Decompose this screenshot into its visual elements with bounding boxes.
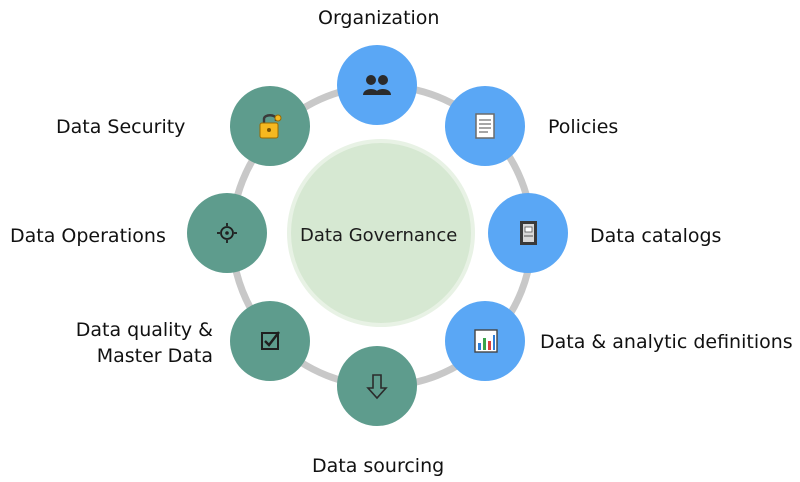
node-organization[interactable] [337, 45, 417, 125]
node-data-sourcing[interactable] [337, 346, 417, 426]
down-arrow-icon [360, 369, 394, 403]
bar-chart-icon [468, 324, 502, 358]
node-data-analytic-definitions[interactable] [445, 301, 525, 381]
node-data-quality[interactable] [230, 301, 310, 381]
document-icon [468, 109, 502, 143]
label-data-quality-line1: Data quality & [75, 319, 213, 341]
label-policies: Policies [548, 116, 619, 138]
label-data-operations: Data Operations [10, 225, 166, 247]
label-data-quality-line2: Master Data [96, 345, 213, 367]
gear-icon [210, 216, 244, 250]
node-data-catalogs[interactable] [488, 193, 568, 273]
checkbox-icon [253, 324, 287, 358]
lock-icon [253, 109, 287, 143]
notebook-icon [511, 216, 545, 250]
hub-label: Data Governance [300, 225, 458, 246]
node-data-operations[interactable] [187, 193, 267, 273]
label-data-sourcing: Data sourcing [312, 455, 445, 477]
node-data-security[interactable] [230, 86, 310, 166]
people-icon [360, 68, 394, 102]
node-policies[interactable] [445, 86, 525, 166]
label-data-catalogs: Data catalogs [590, 225, 722, 247]
label-data-security: Data Security [56, 116, 186, 138]
label-data-analytic-definitions: Data & analytic definitions [540, 331, 793, 353]
label-organization: Organization [318, 7, 440, 29]
hub-circle [291, 143, 471, 323]
